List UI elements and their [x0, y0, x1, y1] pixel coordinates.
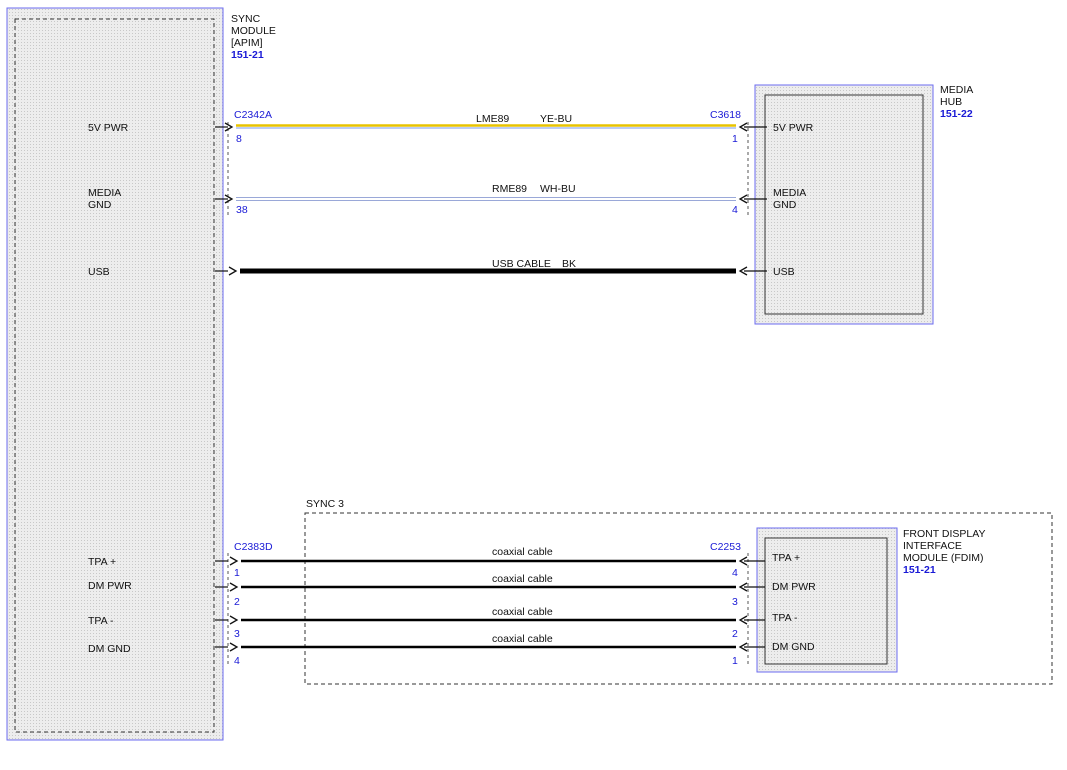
- media-hub-name-2: HUB: [940, 96, 962, 108]
- fdim-pin-dm-gnd: DM GND: [772, 641, 815, 653]
- fdim-name-2: INTERFACE: [903, 540, 962, 552]
- connector-c2342a: C2342A: [234, 109, 272, 121]
- media-hub-ref: 151-22: [940, 108, 973, 120]
- fdim-name-1: FRONT DISPLAY: [903, 528, 985, 540]
- connector-c3618: C3618: [710, 109, 741, 121]
- media-hub-name-1: MEDIA: [940, 84, 973, 96]
- sync3-region: [304, 512, 1053, 685]
- wire-coax-3-right-pin: 2: [732, 628, 738, 640]
- wire-rme89-circuit: RME89: [492, 183, 527, 195]
- wire-coax-3[interactable]: [215, 615, 765, 625]
- wire-coax-2[interactable]: [215, 582, 765, 592]
- fdim-pin-dm-pwr: DM PWR: [772, 581, 816, 593]
- fdim-pin-tpa-pos: TPA +: [772, 552, 800, 564]
- wire-lme89-color: YE-BU: [540, 113, 572, 125]
- wire-coax-2-right-pin: 3: [732, 596, 738, 608]
- fdim-pin-tpa-neg: TPA -: [772, 612, 798, 624]
- wire-coax-1[interactable]: [215, 556, 765, 566]
- wire-coax-1-label: coaxial cable: [492, 546, 553, 558]
- sync-pin-tpa-pos: TPA +: [88, 556, 116, 568]
- wire-rme89-left-pin: 38: [236, 204, 248, 216]
- wire-coax-2-label: coaxial cable: [492, 573, 553, 585]
- wire-lme89-right-pin: 1: [732, 133, 738, 145]
- sync-pin-media-gnd-2: GND: [88, 199, 112, 211]
- fdim-ref: 151-21: [903, 564, 936, 576]
- wire-usb-color: BK: [562, 258, 576, 270]
- wire-coax-4-right-pin: 1: [732, 655, 738, 667]
- wire-coax-4[interactable]: [215, 642, 765, 652]
- hub-pin-5v-pwr: 5V PWR: [773, 122, 814, 134]
- media-hub-module[interactable]: [754, 84, 934, 325]
- sync-module-ref: 151-21: [231, 49, 264, 61]
- wire-lme89[interactable]: [215, 122, 767, 132]
- sync-pin-dm-gnd: DM GND: [88, 643, 131, 655]
- wire-usb-cable[interactable]: [215, 266, 767, 276]
- wire-coax-3-label: coaxial cable: [492, 606, 553, 618]
- sync-module-name-1: SYNC: [231, 13, 261, 25]
- wire-lme89-circuit: LME89: [476, 113, 509, 125]
- connector-c2383d: C2383D: [234, 541, 273, 553]
- wire-rme89-right-pin: 4: [732, 204, 738, 216]
- sync-module-name-3: [APIM]: [231, 37, 263, 49]
- connector-c2253: C2253: [710, 541, 741, 553]
- fdim-name-3: MODULE (FDIM): [903, 552, 984, 564]
- sync-pin-usb: USB: [88, 266, 110, 278]
- sync-pin-tpa-neg: TPA -: [88, 615, 114, 627]
- fdim-module[interactable]: [756, 527, 898, 673]
- hub-pin-media-gnd-1: MEDIA: [773, 187, 806, 199]
- sync3-label: SYNC 3: [306, 498, 344, 510]
- wire-coax-2-left-pin: 2: [234, 596, 240, 608]
- sync-pin-media-gnd-1: MEDIA: [88, 187, 121, 199]
- wire-lme89-left-pin: 8: [236, 133, 242, 145]
- wire-coax-1-right-pin: 4: [732, 567, 738, 579]
- wire-coax-4-label: coaxial cable: [492, 633, 553, 645]
- wire-coax-1-left-pin: 1: [234, 567, 240, 579]
- sync-module-name-2: MODULE: [231, 25, 276, 37]
- sync-pin-dm-pwr: DM PWR: [88, 580, 132, 592]
- hub-pin-usb: USB: [773, 266, 795, 278]
- wire-coax-4-left-pin: 4: [234, 655, 240, 667]
- wire-rme89[interactable]: [215, 194, 767, 204]
- wire-usb-circuit: USB CABLE: [492, 258, 551, 270]
- sync-module[interactable]: [6, 7, 224, 741]
- hub-pin-media-gnd-2: GND: [773, 199, 797, 211]
- wire-rme89-color: WH-BU: [540, 183, 576, 195]
- sync-pin-5v-pwr: 5V PWR: [88, 122, 129, 134]
- wire-coax-3-left-pin: 3: [234, 628, 240, 640]
